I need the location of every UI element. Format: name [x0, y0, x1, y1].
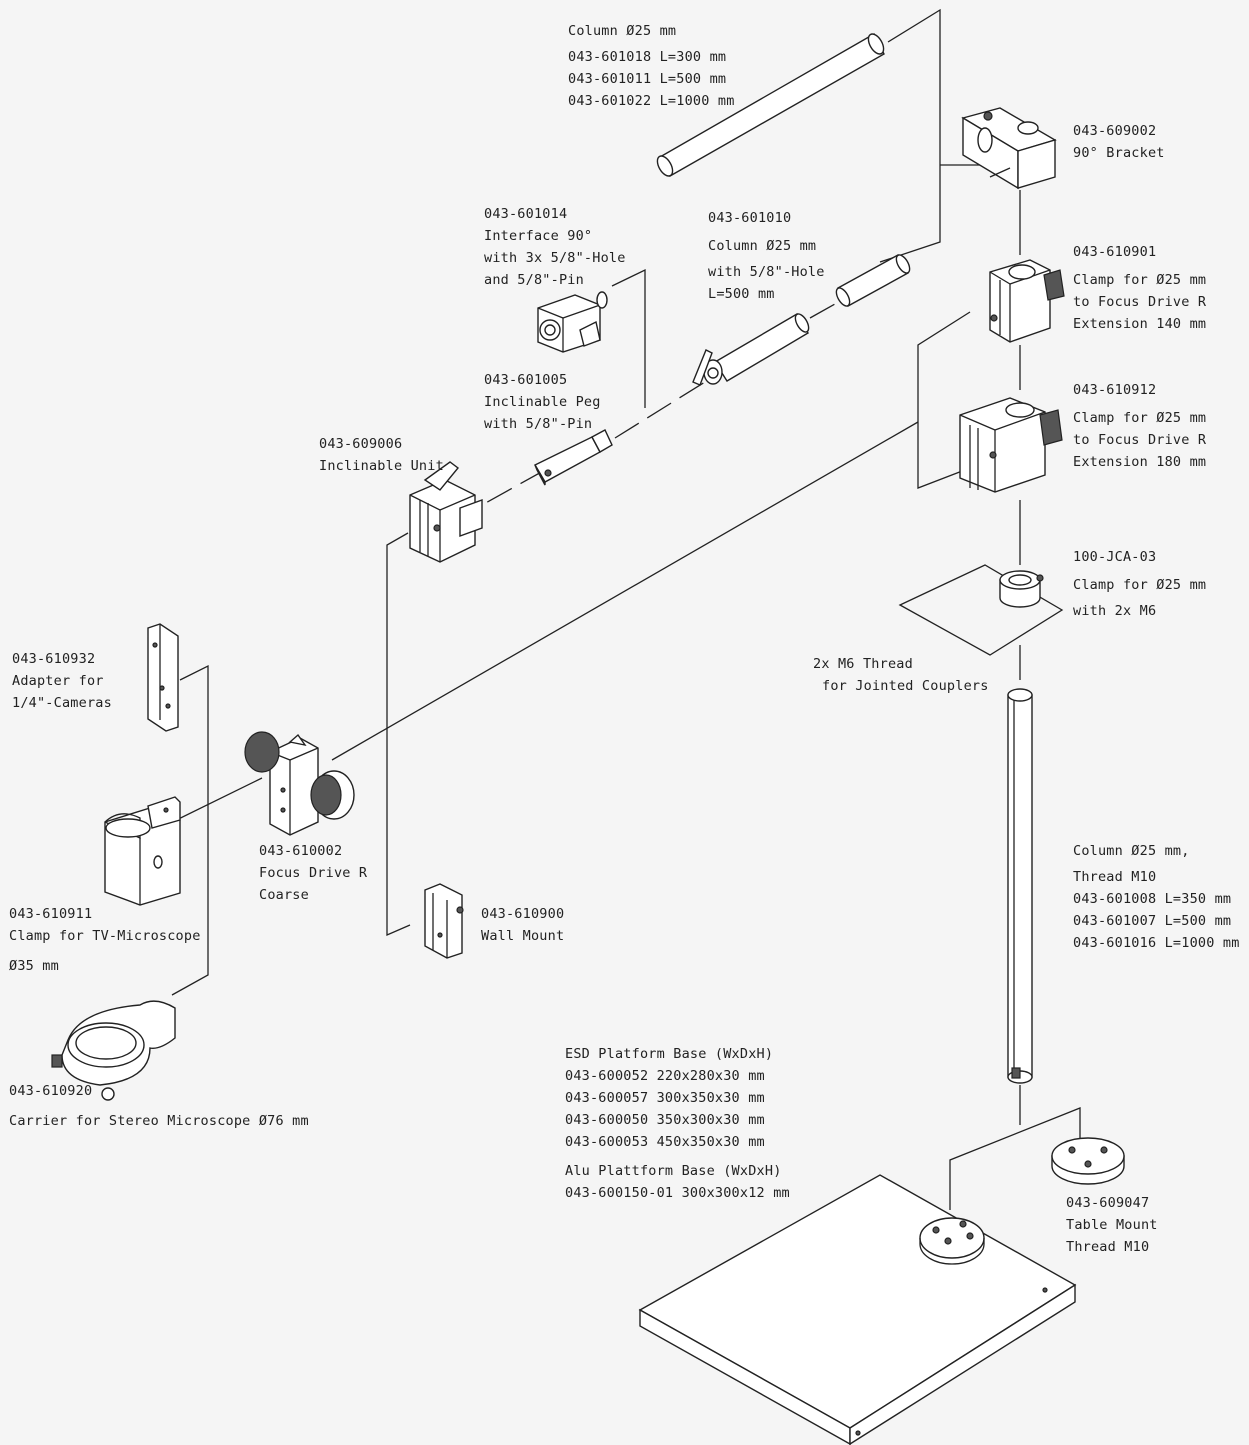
table-mount-number: 043-609047 — [1066, 1195, 1150, 1211]
inclinable-peg-pin: with 5/8"-Pin — [484, 416, 593, 432]
inclinable-unit-label: 043-609006 Inclinable Unit — [319, 433, 444, 477]
column-pin-hole: with 5/8"-Hole — [708, 264, 825, 280]
carrier-part — [51, 1000, 176, 1101]
carrier-number: 043-610920 — [9, 1083, 93, 1099]
inclinable-peg-name: Inclinable Peg — [484, 394, 601, 410]
inclinable-unit-name: Inclinable Unit — [319, 458, 444, 474]
wall-mount-name: Wall Mount — [481, 928, 565, 944]
clamp-tv-name: Clamp for TV-Microscope — [9, 928, 201, 944]
clamp-tv-number: 043-610911 — [9, 906, 93, 922]
focus-drive-label: 043-610002 Focus Drive R Coarse — [259, 840, 367, 906]
esd-base-label: ESD Platform Base (WxDxH) 043-600052 220… — [565, 1043, 773, 1153]
wall-mount-number: 043-610900 — [481, 906, 565, 922]
camera-adapter-number: 043-610932 — [12, 651, 96, 667]
clamp-140-number: 043-610901 — [1073, 244, 1157, 260]
inclinable-unit-part — [409, 461, 483, 563]
column-top-label: Column Ø25 mm 043-601018 L=300 mm 043-60… — [568, 20, 735, 112]
column-top-title: Column Ø25 mm — [568, 23, 677, 39]
column-pin-part — [692, 254, 911, 386]
bracket-90-name: 90° Bracket — [1073, 145, 1165, 161]
interface-90-number: 043-601014 — [484, 206, 568, 222]
clamp-jca-label: 100-JCA-03 Clamp for Ø25 mm with 2x M6 — [1073, 546, 1206, 622]
clamp-jca-thread: with 2x M6 — [1073, 603, 1157, 619]
camera-adapter-part — [147, 623, 179, 732]
column-m10-variant-350: 043-601008 L=350 mm — [1073, 891, 1232, 907]
camera-adapter-name: Adapter for — [12, 673, 104, 689]
clamp-180-label: 043-610912 Clamp for Ø25 mm to Focus Dri… — [1073, 379, 1206, 473]
column-top-variant-300: 043-601018 L=300 mm — [568, 49, 727, 65]
column-top-part — [656, 33, 885, 177]
alu-base-label: Alu Plattform Base (WxDxH) 043-600150-01… — [565, 1160, 790, 1204]
esd-base-variant-300: 043-600057 300x350x30 mm — [565, 1090, 765, 1106]
clamp-jca-number: 100-JCA-03 — [1073, 549, 1157, 565]
interface-90-part — [537, 291, 608, 353]
esd-base-variant-350: 043-600050 350x300x30 mm — [565, 1112, 765, 1128]
table-mount-thread: Thread M10 — [1066, 1239, 1150, 1255]
leader-lines — [151, 8, 1081, 1210]
bracket-90-label: 043-609002 90° Bracket — [1073, 120, 1165, 164]
esd-base-variant-450: 043-600053 450x350x30 mm — [565, 1134, 765, 1150]
column-pin-name: Column Ø25 mm — [708, 238, 817, 254]
bracket-90-part — [961, 107, 1057, 190]
carrier-name: Carrier for Stereo Microscope Ø76 mm — [9, 1113, 309, 1129]
wall-mount-part — [424, 883, 464, 959]
column-m10-variant-500: 043-601007 L=500 mm — [1073, 913, 1232, 929]
interface-90-name: Interface 90° — [484, 228, 593, 244]
clamp-140-part — [989, 259, 1065, 343]
table-mount-name: Table Mount — [1066, 1217, 1158, 1233]
clamp-180-number: 043-610912 — [1073, 382, 1157, 398]
bracket-90-number: 043-609002 — [1073, 123, 1157, 139]
platform-base-part — [638, 1174, 1077, 1445]
clamp-tv-label: 043-610911 Clamp for TV-Microscope Ø35 m… — [9, 903, 201, 977]
interface-90-pin: and 5/8"-Pin — [484, 272, 584, 288]
inclinable-unit-number: 043-609006 — [319, 436, 403, 452]
clamp-180-focus: to Focus Drive R — [1073, 432, 1207, 448]
camera-adapter-label: 043-610932 Adapter for 1/4"-Cameras — [12, 648, 112, 714]
wall-mount-label: 043-610900 Wall Mount — [481, 903, 564, 947]
column-m10-title: Column Ø25 mm, — [1073, 843, 1190, 859]
clamp-140-label: 043-610901 Clamp for Ø25 mm to Focus Dri… — [1073, 241, 1206, 335]
alu-base-title: Alu Plattform Base (WxDxH) — [565, 1163, 782, 1179]
clamp-140-focus: to Focus Drive R — [1073, 294, 1207, 310]
inclinable-peg-number: 043-601005 — [484, 372, 568, 388]
clamp-jca-part — [898, 564, 1064, 656]
clamp-140-name: Clamp for Ø25 mm — [1073, 272, 1207, 288]
column-pin-number: 043-601010 — [708, 210, 792, 226]
esd-base-variant-220: 043-600052 220x280x30 mm — [565, 1068, 765, 1084]
column-m10-variant-1000: 043-601016 L=1000 mm — [1073, 935, 1240, 951]
table-mount-label: 043-609047 Table Mount Thread M10 — [1066, 1192, 1158, 1258]
thread-m6-label: 2x M6 Thread for Jointed Couplers — [813, 653, 989, 697]
focus-drive-name: Focus Drive R — [259, 865, 368, 881]
column-pin-label: 043-601010 Column Ø25 mm with 5/8"-Hole … — [708, 207, 825, 305]
interface-90-label: 043-601014 Interface 90° with 3x 5/8"-Ho… — [484, 203, 626, 291]
clamp-140-extension: Extension 140 mm — [1073, 316, 1207, 332]
column-pin-length: L=500 mm — [708, 286, 775, 302]
focus-drive-type: Coarse — [259, 887, 309, 903]
focus-drive-part — [244, 731, 355, 836]
carrier-label: 043-610920 Carrier for Stereo Microscope… — [9, 1080, 309, 1132]
thread-m6-purpose: for Jointed Couplers — [822, 678, 989, 694]
column-top-variant-500: 043-601011 L=500 mm — [568, 71, 727, 87]
column-m10-part — [1007, 688, 1033, 1084]
column-m10-label: Column Ø25 mm, Thread M10 043-601008 L=3… — [1073, 840, 1240, 954]
clamp-jca-name: Clamp for Ø25 mm — [1073, 577, 1207, 593]
table-mount-part — [1051, 1137, 1125, 1185]
column-top-variant-1000: 043-601022 L=1000 mm — [568, 93, 735, 109]
focus-drive-number: 043-610002 — [259, 843, 343, 859]
thread-m6-name: 2x M6 Thread — [813, 656, 913, 672]
alu-base-variant: 043-600150-01 300x300x12 mm — [565, 1185, 790, 1201]
clamp-180-name: Clamp for Ø25 mm — [1073, 410, 1207, 426]
interface-90-hole: with 3x 5/8"-Hole — [484, 250, 626, 266]
inclinable-peg-label: 043-601005 Inclinable Peg with 5/8"-Pin — [484, 369, 601, 435]
inclinable-peg-part — [534, 429, 613, 486]
clamp-tv-part — [104, 796, 181, 906]
clamp-180-part — [959, 397, 1063, 493]
camera-adapter-spec: 1/4"-Cameras — [12, 695, 112, 711]
esd-base-title: ESD Platform Base (WxDxH) — [565, 1046, 774, 1062]
clamp-180-extension: Extension 180 mm — [1073, 454, 1207, 470]
clamp-tv-diameter: Ø35 mm — [9, 958, 59, 974]
column-m10-thread: Thread M10 — [1073, 869, 1157, 885]
